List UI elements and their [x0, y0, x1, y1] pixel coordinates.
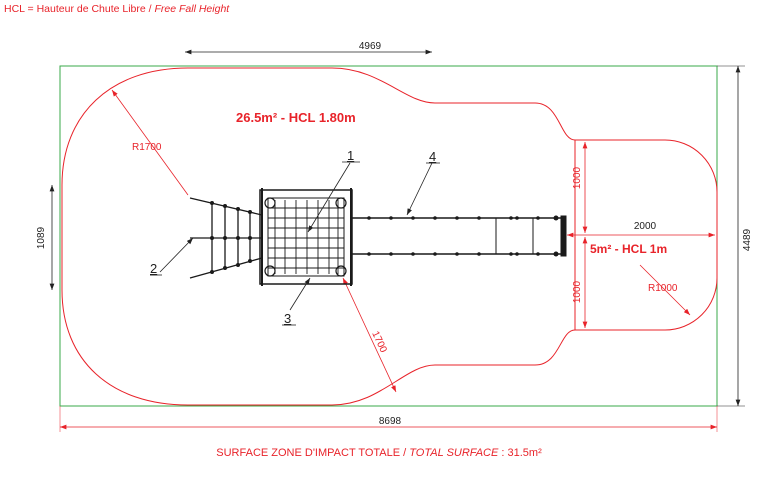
legend-text: HCL = Hauteur de Chute Libre / Free Fall…	[4, 3, 230, 15]
callout-2: 2	[150, 261, 157, 276]
dim-1700-label: 1700	[369, 330, 389, 355]
tower-platform	[259, 188, 353, 286]
dim-1700-diag	[342, 277, 397, 393]
dim-2000-label: 2000	[634, 221, 657, 232]
radius-1700-label: R1700	[132, 142, 162, 153]
dim-right-label: 4489	[742, 228, 753, 251]
radius-1700-leader	[111, 89, 189, 196]
radius-1000-label: R1000	[648, 283, 678, 294]
total-surface-text: SURFACE ZONE D'IMPACT TOTALE / TOTAL SUR…	[216, 447, 542, 459]
dim-1000-upper: 1000	[572, 166, 583, 189]
boundary-rect	[59, 65, 718, 407]
zone-large-label: 26.5m² - HCL 1.80m	[236, 110, 356, 125]
impact-zone-outline	[61, 67, 718, 406]
dim-1000-lower: 1000	[572, 280, 583, 303]
callout-4: 4	[429, 149, 436, 164]
callout-1: 1	[347, 148, 354, 163]
bridge	[352, 215, 567, 257]
dim-top-label: 4969	[359, 41, 382, 52]
zone-small-label: 5m² - HCL 1m	[590, 242, 667, 256]
callout-3: 3	[284, 311, 291, 326]
radius-1000-leader	[639, 264, 691, 316]
bridge-bolts	[367, 215, 559, 257]
dim-bottom-label: 8698	[379, 416, 402, 427]
dim-left-label: 1089	[36, 226, 47, 249]
